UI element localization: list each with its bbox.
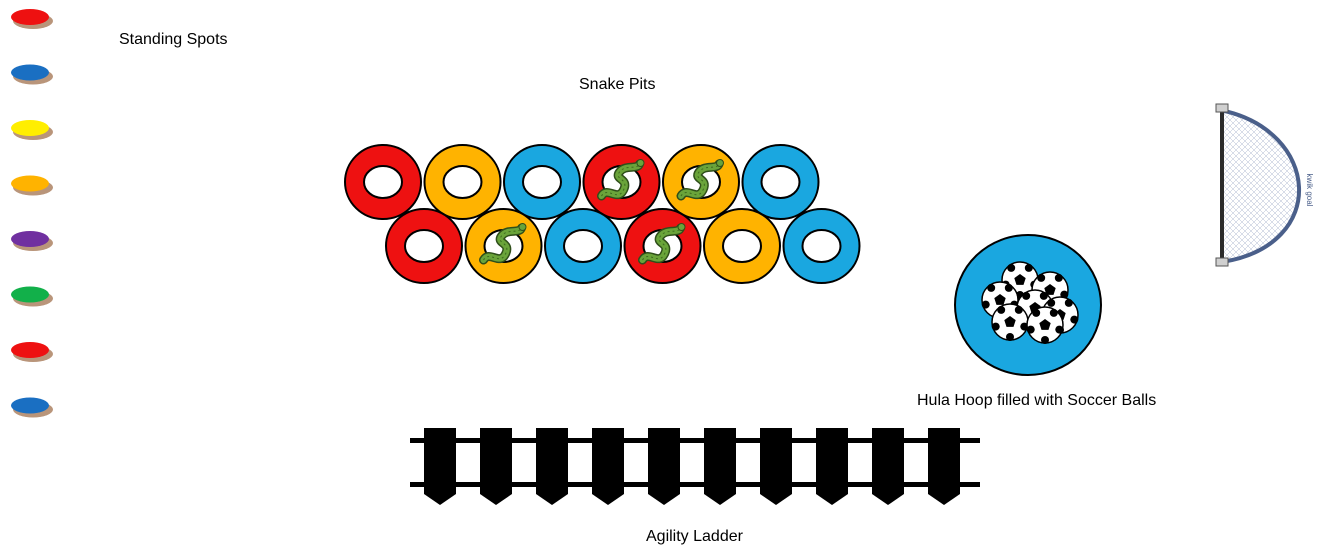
ladder-rung: [424, 428, 456, 505]
standing-spot: [11, 231, 53, 251]
snake-icon: [597, 159, 645, 201]
hula-hoop-group: [954, 234, 1102, 376]
snake-pit-ring: [544, 208, 622, 284]
spot-top: [11, 64, 49, 81]
snake-icon: [479, 223, 527, 265]
ladder-rung: [592, 428, 624, 505]
ladder-rung: [704, 428, 736, 505]
spot-top: [11, 120, 49, 136]
goal-top-clip: [1215, 103, 1229, 113]
ladder-rail-top: [410, 438, 980, 443]
soccer-ball-icon: [991, 303, 1029, 341]
soccer-ball-icon: [1026, 306, 1064, 344]
goal-bottom-clip: [1215, 257, 1229, 267]
snake-pit-ring: [703, 208, 781, 284]
ladder-rung: [928, 428, 960, 505]
spot-top: [11, 286, 49, 303]
snake-pit-ring: [344, 144, 422, 220]
agility-ladder: [410, 428, 980, 505]
goal-net: [1220, 110, 1300, 262]
spot-top: [11, 342, 49, 358]
standing-spot: [11, 64, 53, 85]
snake-icon: [638, 223, 686, 265]
spot-top: [11, 231, 49, 247]
ladder-rail-bottom: [410, 482, 980, 487]
standing-spot: [11, 120, 53, 140]
snake-pit-ring: [741, 144, 820, 220]
snake-pit-ring: [782, 208, 861, 284]
snake-pit-ring: [623, 208, 702, 284]
snake-pits-group: [344, 144, 861, 284]
goal-brand-text: kwik goal: [1305, 174, 1314, 207]
standing-spots-column: [11, 9, 53, 418]
spot-top: [11, 175, 49, 192]
snake-pit-ring: [423, 144, 502, 220]
snake-pit-ring: [582, 144, 661, 220]
snake-pit-ring: [464, 208, 543, 284]
spot-top: [11, 9, 49, 25]
snake-pit-ring: [385, 208, 463, 284]
snake-pit-ring: [503, 144, 581, 220]
standing-spot: [11, 286, 53, 307]
ladder-rung: [648, 428, 680, 505]
standing-spot: [11, 9, 53, 29]
standing-spots-label: Standing Spots: [119, 31, 228, 48]
ladder-rung: [536, 428, 568, 505]
goal-frame-arc: [1219, 108, 1302, 264]
ladder-rung: [816, 428, 848, 505]
ladder-rung: [760, 428, 792, 505]
ladder-rung: [480, 428, 512, 505]
spot-top: [11, 397, 49, 414]
snake-pit-ring: [662, 144, 740, 220]
ladder-rung: [872, 428, 904, 505]
hula-hoop-label: Hula Hoop filled with Soccer Balls: [917, 392, 1157, 409]
standing-spot: [11, 175, 53, 196]
agility-ladder-label: Agility Ladder: [646, 528, 743, 545]
standing-spot: [11, 397, 53, 418]
pop-up-goal: kwik goal: [1215, 103, 1314, 267]
snake-pits-label: Snake Pits: [579, 76, 656, 93]
standing-spot: [11, 342, 53, 362]
snake-icon: [676, 159, 724, 201]
